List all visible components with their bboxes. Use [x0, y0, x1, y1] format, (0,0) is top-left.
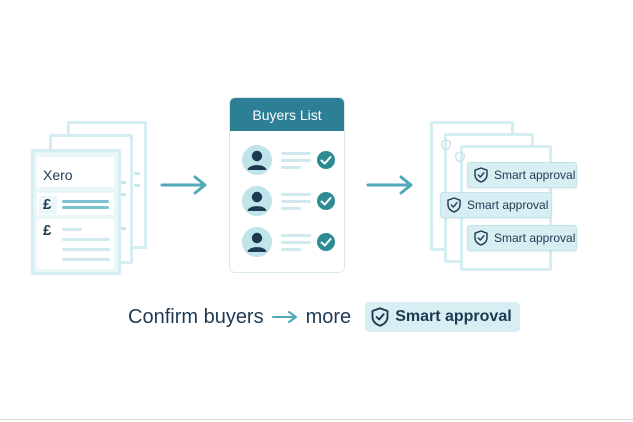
- buyer-row: [230, 186, 344, 218]
- invoice-row-1: £: [37, 193, 114, 215]
- caption: Confirm buyers more Smart approval: [128, 300, 520, 334]
- check-circle-icon: [317, 233, 335, 251]
- buyers-list-title: Buyers List: [252, 107, 322, 123]
- shield-icon: [455, 151, 465, 163]
- xero-title-box: Xero: [37, 157, 114, 187]
- user-avatar-icon: [242, 145, 272, 175]
- pound-icon: £: [43, 196, 52, 213]
- user-avatar-icon: [242, 227, 272, 257]
- shield-check-icon: [474, 167, 488, 183]
- line-bar: [62, 228, 82, 231]
- smart-approval-badge-label: Smart approval: [395, 308, 512, 325]
- xero-document: Xero £ £: [31, 149, 121, 275]
- shield-check-icon: [371, 307, 389, 327]
- buyer-row: [230, 145, 344, 177]
- caption-middle: more: [305, 305, 352, 328]
- smart-approval-label: Smart approval: [494, 231, 576, 245]
- divider: [0, 419, 633, 420]
- buyers-list-header: Buyers List: [230, 98, 344, 131]
- smart-approval-badge: Smart approval: [365, 302, 520, 332]
- arrow-right-icon: [160, 175, 207, 195]
- line-bar: [62, 200, 109, 203]
- line-bar: [62, 248, 110, 251]
- check-circle-icon: [317, 192, 335, 210]
- xero-title: Xero: [43, 167, 73, 183]
- shield-check-icon: [474, 230, 488, 246]
- invoice-row-2: £: [37, 219, 114, 269]
- line-bar: [62, 238, 110, 241]
- smart-approval-tag: Smart approval: [467, 225, 577, 251]
- smart-approval-label: Smart approval: [494, 168, 576, 182]
- arrow-right-icon: [366, 175, 413, 195]
- smart-approval-tag: Smart approval: [467, 162, 577, 188]
- buyers-list-card: Buyers List: [229, 97, 345, 273]
- user-avatar-icon: [242, 186, 272, 216]
- shield-check-icon: [447, 197, 461, 213]
- pound-icon: £: [43, 222, 52, 239]
- smart-approval-label: Smart approval: [467, 198, 549, 212]
- buyer-row: [230, 227, 344, 259]
- smart-approval-tag: Smart approval: [440, 192, 552, 218]
- line-bar: [62, 258, 110, 261]
- line-bar: [62, 206, 109, 209]
- shield-icon: [441, 139, 451, 151]
- check-circle-icon: [317, 151, 335, 169]
- arrow-right-icon: [271, 311, 297, 323]
- caption-lead: Confirm buyers: [128, 305, 264, 328]
